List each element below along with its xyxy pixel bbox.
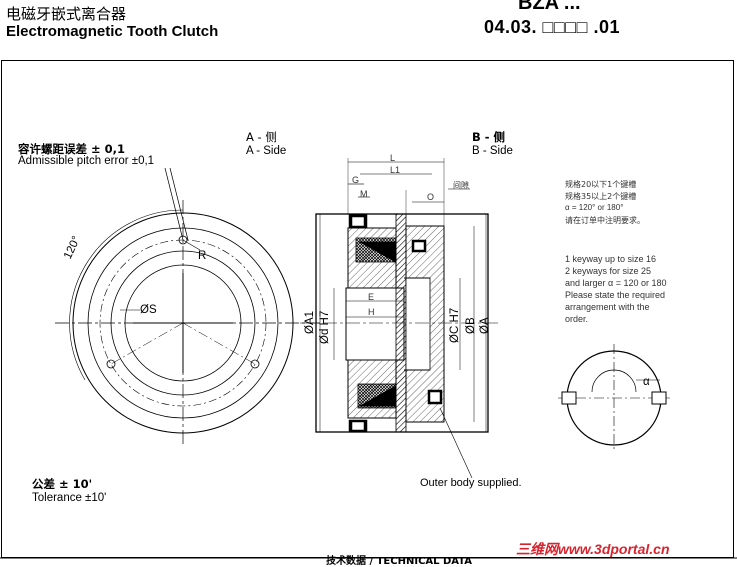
gap-label: 间隙: [453, 181, 469, 190]
keyway-cn-2: 规格35以上2个键槽: [565, 192, 637, 201]
dim-d: Ød H7: [319, 310, 331, 344]
title-chinese: 电磁牙嵌式离合器: [6, 5, 127, 23]
pitch-error-en: Admissible pitch error ±0,1: [18, 155, 155, 167]
model-code: BZA ...: [518, 0, 581, 14]
tolerance-en: Tolerance ±10': [32, 492, 107, 504]
keyway-view: [558, 344, 670, 452]
dim-l: L: [390, 153, 396, 163]
dim-e: E: [368, 292, 375, 302]
title-english: Electromagnetic Tooth Clutch: [6, 23, 219, 40]
dim-o: O: [427, 192, 435, 202]
radius-label: R: [198, 250, 207, 262]
watermark-url: www.3dportal.cn: [558, 541, 670, 557]
dim-a: ØA: [479, 317, 491, 334]
pitch-error-cn: 容许螺距误差 ± 0,1: [18, 142, 126, 156]
keyway-cn-1: 规格20以下1个键槽: [565, 180, 637, 189]
keyway-en-1: 1 keyway up to size 16: [565, 254, 657, 264]
dim-m: M: [360, 189, 368, 199]
keyway-en-3: and larger α = 120 or 180: [565, 278, 667, 288]
dim-b: ØB: [465, 317, 477, 334]
side-b-en: B - Side: [472, 145, 513, 157]
watermark: 三维网www.3dportal.cn: [516, 539, 670, 559]
side-a-en: A - Side: [246, 145, 287, 157]
part-number: 04.03. □□□□ .01: [484, 17, 621, 37]
dim-a1: ØA1: [304, 310, 316, 334]
keyway-en-5: arrangement with the: [565, 302, 650, 312]
keyway-cn-4: 请在订单中注明要求。: [565, 216, 645, 225]
keyway-cn-3: α = 120° or 180°: [565, 203, 624, 212]
dim-l1: L1: [390, 165, 401, 175]
side-b-cn: B - 侧: [472, 130, 506, 144]
keyway-en-2: 2 keyways for size 25: [565, 266, 652, 276]
keyway-en-6: order.: [565, 314, 589, 324]
alpha-label: α: [643, 376, 650, 388]
front-view: [55, 167, 320, 445]
diameter-s-label: ØS: [140, 304, 157, 316]
keyway-en-4: Please state the required: [565, 290, 666, 300]
side-a-cn: A - 侧: [246, 130, 277, 144]
section-view: [300, 158, 500, 479]
watermark-cn: 三维网: [516, 542, 558, 558]
dim-g: G: [352, 175, 360, 185]
dim-h: H: [368, 307, 375, 317]
outer-body-note: Outer body supplied.: [420, 477, 522, 489]
tolerance-cn: 公差 ± 10': [32, 477, 93, 491]
dim-c: ØC H7: [449, 307, 461, 343]
technical-data-label: 技术数据 / TECHNICAL DATA: [326, 556, 473, 567]
